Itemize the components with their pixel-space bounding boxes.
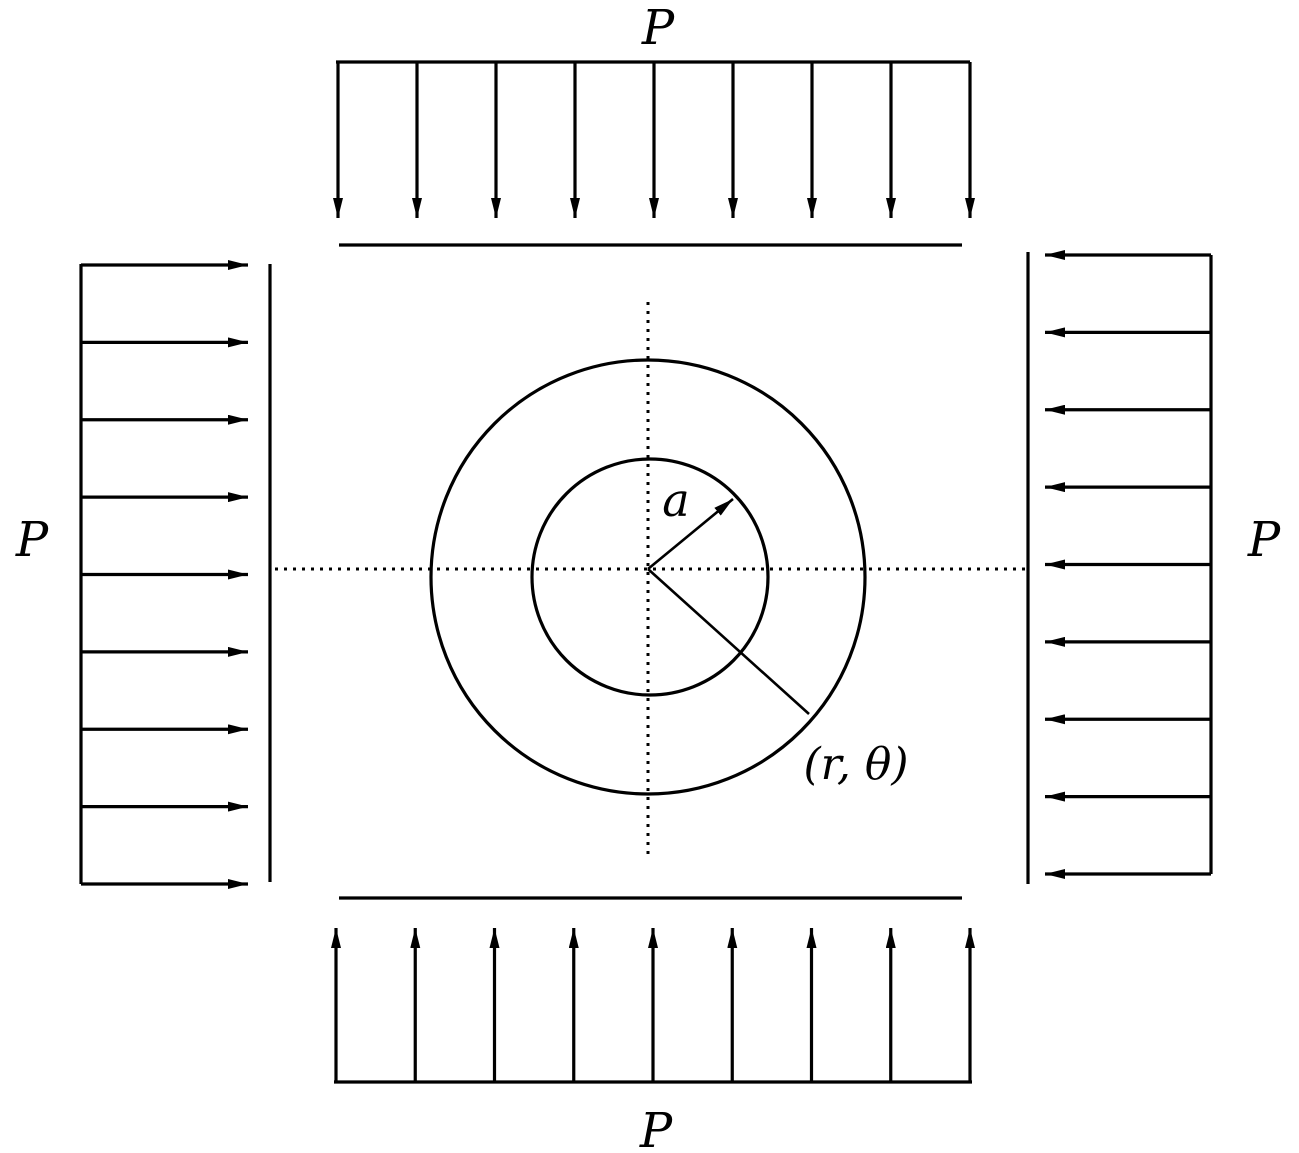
- bottom-load-group: P: [331, 928, 975, 1153]
- bottom-load-arrows: [331, 928, 975, 1082]
- plate-edges: [268, 243, 1030, 900]
- left-load-label: P: [15, 512, 49, 568]
- right-load-label: P: [1247, 512, 1281, 568]
- right-load-arrows: [1045, 250, 1211, 879]
- radius-a-arrow: [647, 497, 734, 571]
- top-load-label: P: [641, 0, 675, 56]
- point-label: (r, θ): [804, 739, 909, 790]
- right-load-group: P: [1045, 250, 1281, 879]
- outer-circle: [429, 358, 867, 796]
- hole-circle: [530, 457, 770, 697]
- left-load-group: P: [15, 260, 248, 889]
- top-load-group: P: [333, 0, 975, 218]
- radius-r-line: [647, 568, 810, 715]
- left-load-arrows: [81, 260, 248, 889]
- top-load-arrows: [333, 62, 975, 218]
- radius-a-label: a: [662, 473, 689, 527]
- bottom-load-label: P: [639, 1103, 673, 1153]
